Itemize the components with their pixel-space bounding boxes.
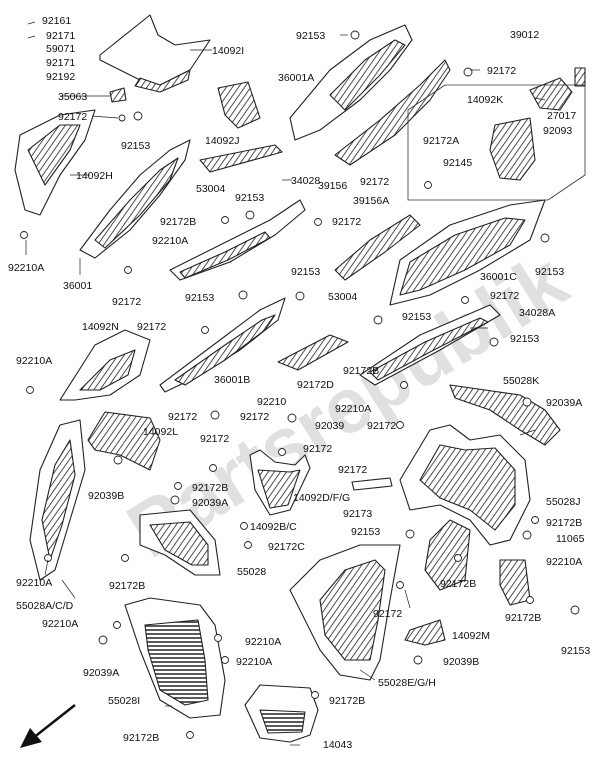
part-number-label: 92210A xyxy=(42,618,79,630)
part-number-label: 92153 xyxy=(402,311,432,323)
part-number-label: 92172 xyxy=(338,464,368,476)
part-number-label: 92172B xyxy=(123,732,160,744)
part-number-label: 92210A xyxy=(16,355,53,367)
part-number-label: 92210 xyxy=(257,396,287,408)
part-number-label: 34028 xyxy=(291,175,321,187)
part-number-label: 92172B xyxy=(343,365,380,377)
part-number-label: 92172 xyxy=(112,296,142,308)
part-number-label: 92172 xyxy=(137,321,167,333)
part-number-label: 14092B/C xyxy=(250,521,297,533)
part-number-label: 92210A xyxy=(8,262,45,274)
part-number-label: 14092L xyxy=(143,426,179,438)
part-number-label: 92172 xyxy=(373,608,403,620)
part-number-label: 92153 xyxy=(235,192,265,204)
part-number-label: 14092H xyxy=(76,170,113,182)
part-number-label: 92172B xyxy=(329,695,366,707)
part-number-label: 55028J xyxy=(546,496,581,508)
part-number-label: 92039A xyxy=(83,667,120,679)
part-number-label: 92172 xyxy=(490,290,520,302)
part-number-label: 92210A xyxy=(245,636,282,648)
part-number-label: 36001A xyxy=(278,72,315,84)
part-number-label: 92172A xyxy=(423,135,460,147)
part-number-label: 92192 xyxy=(46,71,76,83)
part-number-label: 92172B xyxy=(160,216,197,228)
part-number-label: 92172 xyxy=(240,411,270,423)
part-number-label: 92153 xyxy=(561,645,591,657)
part-number-label: 14092M xyxy=(452,630,490,642)
part-number-label: 92210A xyxy=(152,235,189,247)
part-number-label: 92172B xyxy=(440,578,477,590)
part-number-label: 92153 xyxy=(121,140,151,152)
part-number-label: 53004 xyxy=(196,183,226,195)
part-number-label: 59071 xyxy=(46,43,76,55)
part-number-label: 14092N xyxy=(82,321,119,333)
part-number-label: 92210A xyxy=(546,556,583,568)
part-number-label: 92172 xyxy=(168,411,198,423)
part-number-label: 14092D/F/G xyxy=(293,492,351,504)
part-number-label: 11065 xyxy=(556,533,585,545)
part-number-label: 92093 xyxy=(543,125,573,137)
part-number-label: 55028 xyxy=(237,566,267,578)
part-number-label: 53004 xyxy=(328,291,358,303)
part-number-label: 55028I xyxy=(108,695,141,707)
part-number-label: 92039A xyxy=(192,497,229,509)
part-number-label: 36001 xyxy=(63,280,93,292)
part-number-label: 92039A xyxy=(546,397,583,409)
part-number-label: 35063 xyxy=(58,91,88,103)
part-number-label: 92172B xyxy=(546,517,583,529)
part-number-label: 92039B xyxy=(88,490,125,502)
part-number-label: 36001B xyxy=(214,374,251,386)
part-number-label: 92172 xyxy=(367,420,397,432)
part-number-label: 55028A/C/D xyxy=(16,600,74,612)
part-number-label: 92172 xyxy=(332,216,362,228)
part-number-label: 55028E/G/H xyxy=(378,677,436,689)
part-number-label: 39156 xyxy=(318,180,348,192)
part-number-label: 39012 xyxy=(510,29,540,41)
part-number-label: 92173 xyxy=(343,508,373,520)
part-number-label: 92172 xyxy=(200,433,230,445)
part-number-label: 92153 xyxy=(351,526,381,538)
part-number-label: 92210A xyxy=(335,403,372,415)
part-number-label: 92153 xyxy=(535,266,565,278)
part-number-label: 92161 xyxy=(42,15,72,27)
part-number-label: 92171 xyxy=(46,30,76,42)
part-number-label: 92145 xyxy=(443,157,473,169)
part-number-label: 14092J xyxy=(205,135,240,147)
part-number-label: 14092K xyxy=(467,94,504,106)
part-number-label: 92172B xyxy=(192,482,229,494)
part-number-label: 92172B xyxy=(505,612,542,624)
part-number-label: 92172 xyxy=(360,176,390,188)
part-number-label: 92172B xyxy=(109,580,146,592)
part-number-label: 92210A xyxy=(236,656,273,668)
part-number-label: 92039B xyxy=(443,656,480,668)
part-number-label: 92172 xyxy=(303,443,333,455)
front-arrow-icon xyxy=(20,704,76,748)
part-number-label: 36001C xyxy=(480,271,517,283)
part-number-label: 92172 xyxy=(58,111,88,123)
part-number-label: 92172 xyxy=(487,65,517,77)
part-number-label: 92153 xyxy=(510,333,540,345)
part-number-label: 92153 xyxy=(291,266,321,278)
part-number-label: 14043 xyxy=(323,739,353,751)
part-number-label: 92153 xyxy=(296,30,326,42)
part-number-label: 14092I xyxy=(212,45,245,57)
part-number-label: 92172C xyxy=(268,541,305,553)
part-number-label: 92171 xyxy=(46,57,76,69)
part-number-label: 92039 xyxy=(315,420,345,432)
part-number-label: 92153 xyxy=(185,292,215,304)
part-number-label: 34028A xyxy=(519,307,556,319)
part-number-label: 55028K xyxy=(503,375,540,387)
part-number-label: 39156A xyxy=(353,195,390,207)
part-number-label: 27017 xyxy=(547,110,577,122)
part-number-label: 92210A xyxy=(16,577,53,589)
part-number-label: 92172D xyxy=(297,379,334,391)
